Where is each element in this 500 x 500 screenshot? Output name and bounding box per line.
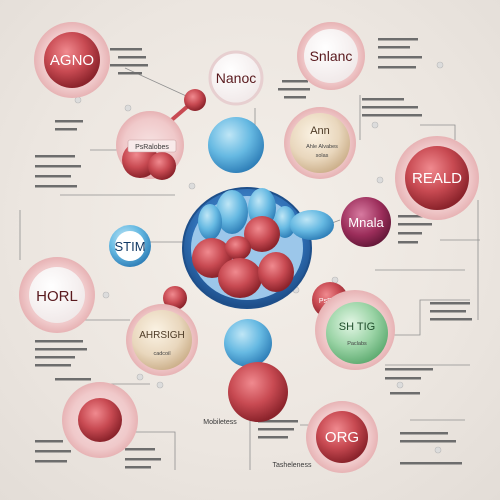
text-block-nanoc xyxy=(278,80,310,99)
text-block-snlanc xyxy=(362,38,422,117)
blue-sphere-lower xyxy=(224,319,272,367)
red-sphere-bottom xyxy=(228,362,288,422)
node-stim: STIM xyxy=(109,225,151,267)
blue-sphere-top xyxy=(208,117,264,173)
node-snlanc-label: Snlanc xyxy=(310,48,353,64)
node-nanoc: Nanoc xyxy=(208,50,264,106)
node-ahrsigh: AHRSIGH cadcoil xyxy=(126,286,198,376)
caption-mobiletess: Mobiletess xyxy=(203,419,237,426)
text-block-left xyxy=(35,120,83,188)
decorative-dots xyxy=(74,61,444,454)
node-stim-label: STIM xyxy=(114,239,145,254)
connector-lines xyxy=(19,67,480,470)
node-ann-title: Ann xyxy=(310,125,330,137)
node-ahrsigh-label: AHRSIGH xyxy=(139,330,185,341)
text-block-right xyxy=(385,302,472,465)
node-snlanc: Snlanc xyxy=(297,22,365,90)
node-mnala: Mnala xyxy=(341,197,391,247)
node-nanoc-label: Nanoc xyxy=(216,70,256,86)
node-sh-tig-sub: Paclabs xyxy=(347,341,367,347)
text-block-bottom-center xyxy=(258,420,298,439)
node-bottom-left xyxy=(62,382,138,458)
node-psralobes-label: PsRalobes xyxy=(135,144,169,151)
node-ann-line2: solas xyxy=(316,153,329,159)
node-psralobes: PsRalobes xyxy=(116,89,206,180)
node-horl-label: HORL xyxy=(36,288,78,305)
node-mnala-label: Mnala xyxy=(348,215,384,230)
node-reald-label: REALD xyxy=(412,170,462,187)
node-org-label: ORG xyxy=(325,429,359,446)
node-sh-tig-label: SH TIG xyxy=(339,321,375,333)
node-org: ORG xyxy=(306,401,378,473)
node-reald: REALD xyxy=(395,136,479,220)
node-agno: AGNO xyxy=(34,22,110,98)
text-block-bottom-left xyxy=(35,440,161,469)
node-horl: HORL xyxy=(19,257,95,333)
node-ahrsigh-sub: cadcoil xyxy=(153,351,170,357)
node-agno-label: AGNO xyxy=(50,52,94,69)
text-block-horl xyxy=(35,340,91,381)
node-ann: Ann Ahle Alvabes solas xyxy=(284,107,356,179)
text-block-agno xyxy=(110,48,148,75)
node-sh-tig: SH TIG Paclabs xyxy=(315,290,395,370)
caption-bottom-center: Tasheleness xyxy=(273,462,312,469)
node-ann-line1: Ahle Alvabes xyxy=(306,144,338,150)
central-complex xyxy=(182,187,334,309)
